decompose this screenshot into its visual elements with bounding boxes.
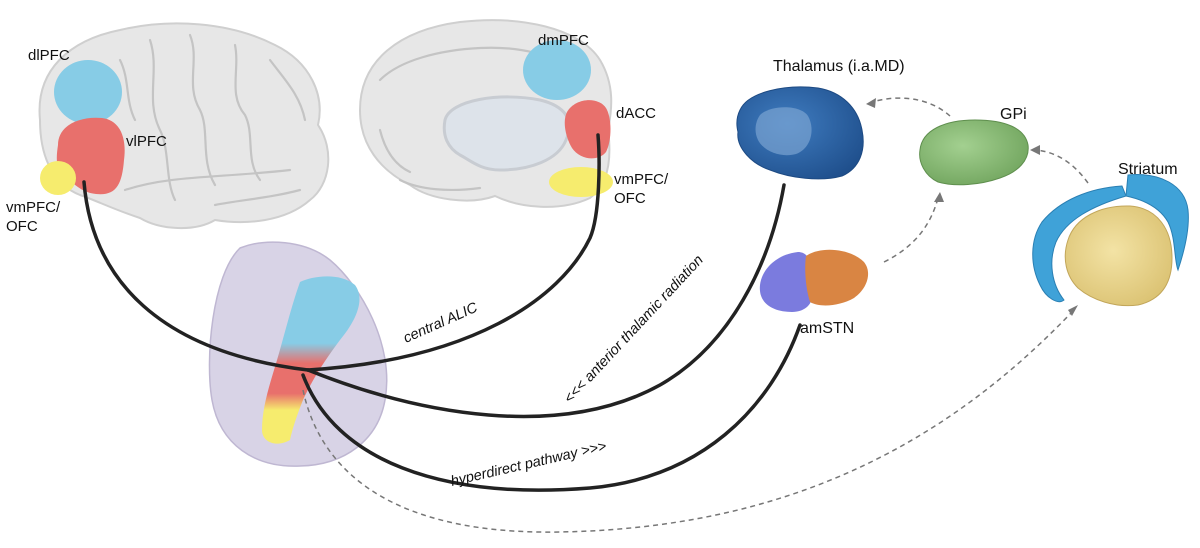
- hyperdirect-pathway-tract: [301, 323, 802, 492]
- label-gpi: GPi: [1000, 106, 1027, 123]
- label-vmpfc-medial-line2: OFC: [614, 190, 646, 207]
- label-amstn: amSTN: [800, 320, 854, 337]
- striatum-putamen: [1064, 205, 1173, 307]
- vmpfc-ofc-medial-region: [549, 167, 613, 197]
- striatum-caudate-head: [1125, 174, 1189, 272]
- lateral-pfc-to-alic-tract: [82, 180, 310, 372]
- dlpfc-region: [54, 60, 122, 124]
- corpus-callosum: [442, 95, 571, 172]
- striatum: [1032, 174, 1189, 307]
- dashed-connections: [302, 97, 1089, 533]
- label-vlpfc: vlPFC: [126, 133, 167, 150]
- gpi: [919, 119, 1029, 186]
- label-hyperdirect-pathway: hyperdirect pathway >>>: [449, 438, 608, 489]
- label-vmpfc-lateral-line1: vmPFC/: [6, 199, 61, 216]
- central-alic-tract: [306, 133, 601, 372]
- gpi-to-thalamus-arrow: [871, 97, 951, 117]
- arrowhead-gpi-from-striatum: [1030, 145, 1040, 155]
- thalamus: [736, 86, 864, 180]
- dmpfc-region: [523, 40, 591, 100]
- label-anterior-thalamic-radiation: <<< anterior thalamic radiation: [561, 252, 707, 406]
- lateral-sulci: [118, 33, 307, 207]
- fiber-pathways: [82, 133, 802, 492]
- arrowhead-thalamus: [866, 98, 876, 108]
- arrowhead-striatum: [1068, 305, 1078, 316]
- label-thalamus: Thalamus (i.a.MD): [773, 58, 905, 75]
- dashed-arrowheads: [866, 98, 1078, 316]
- label-central-alic: central ALIC: [401, 300, 480, 347]
- striatum-caudate-tail: [1032, 185, 1127, 303]
- gpi-shape: [919, 119, 1029, 186]
- label-dlpfc: dlPFC: [28, 47, 70, 64]
- md-nucleus-highlight: [755, 107, 812, 156]
- alic-to-striatum-arrow: [302, 311, 1073, 533]
- label-vmpfc-medial-line1: vmPFC/: [614, 171, 669, 188]
- lateral-brain: [38, 22, 330, 229]
- arrowhead-gpi-from-stn: [934, 192, 944, 202]
- alic-core: [262, 276, 360, 444]
- stn-left-shape: [759, 252, 812, 312]
- stn-to-gpi-arrow: [883, 197, 939, 263]
- label-striatum: Striatum: [1118, 161, 1178, 178]
- striatum-to-gpi-arrow: [1035, 149, 1089, 184]
- label-dacc: dACC: [616, 105, 656, 122]
- anterior-thalamic-radiation-tract: [306, 183, 786, 419]
- amstn: [759, 249, 869, 312]
- vmpfc-ofc-lateral-region: [40, 161, 76, 195]
- label-vmpfc-lateral-line2: OFC: [6, 218, 38, 235]
- label-dmpfc: dmPFC: [538, 32, 589, 49]
- alic-capsule: [208, 241, 388, 467]
- stn-right-shape: [805, 249, 869, 306]
